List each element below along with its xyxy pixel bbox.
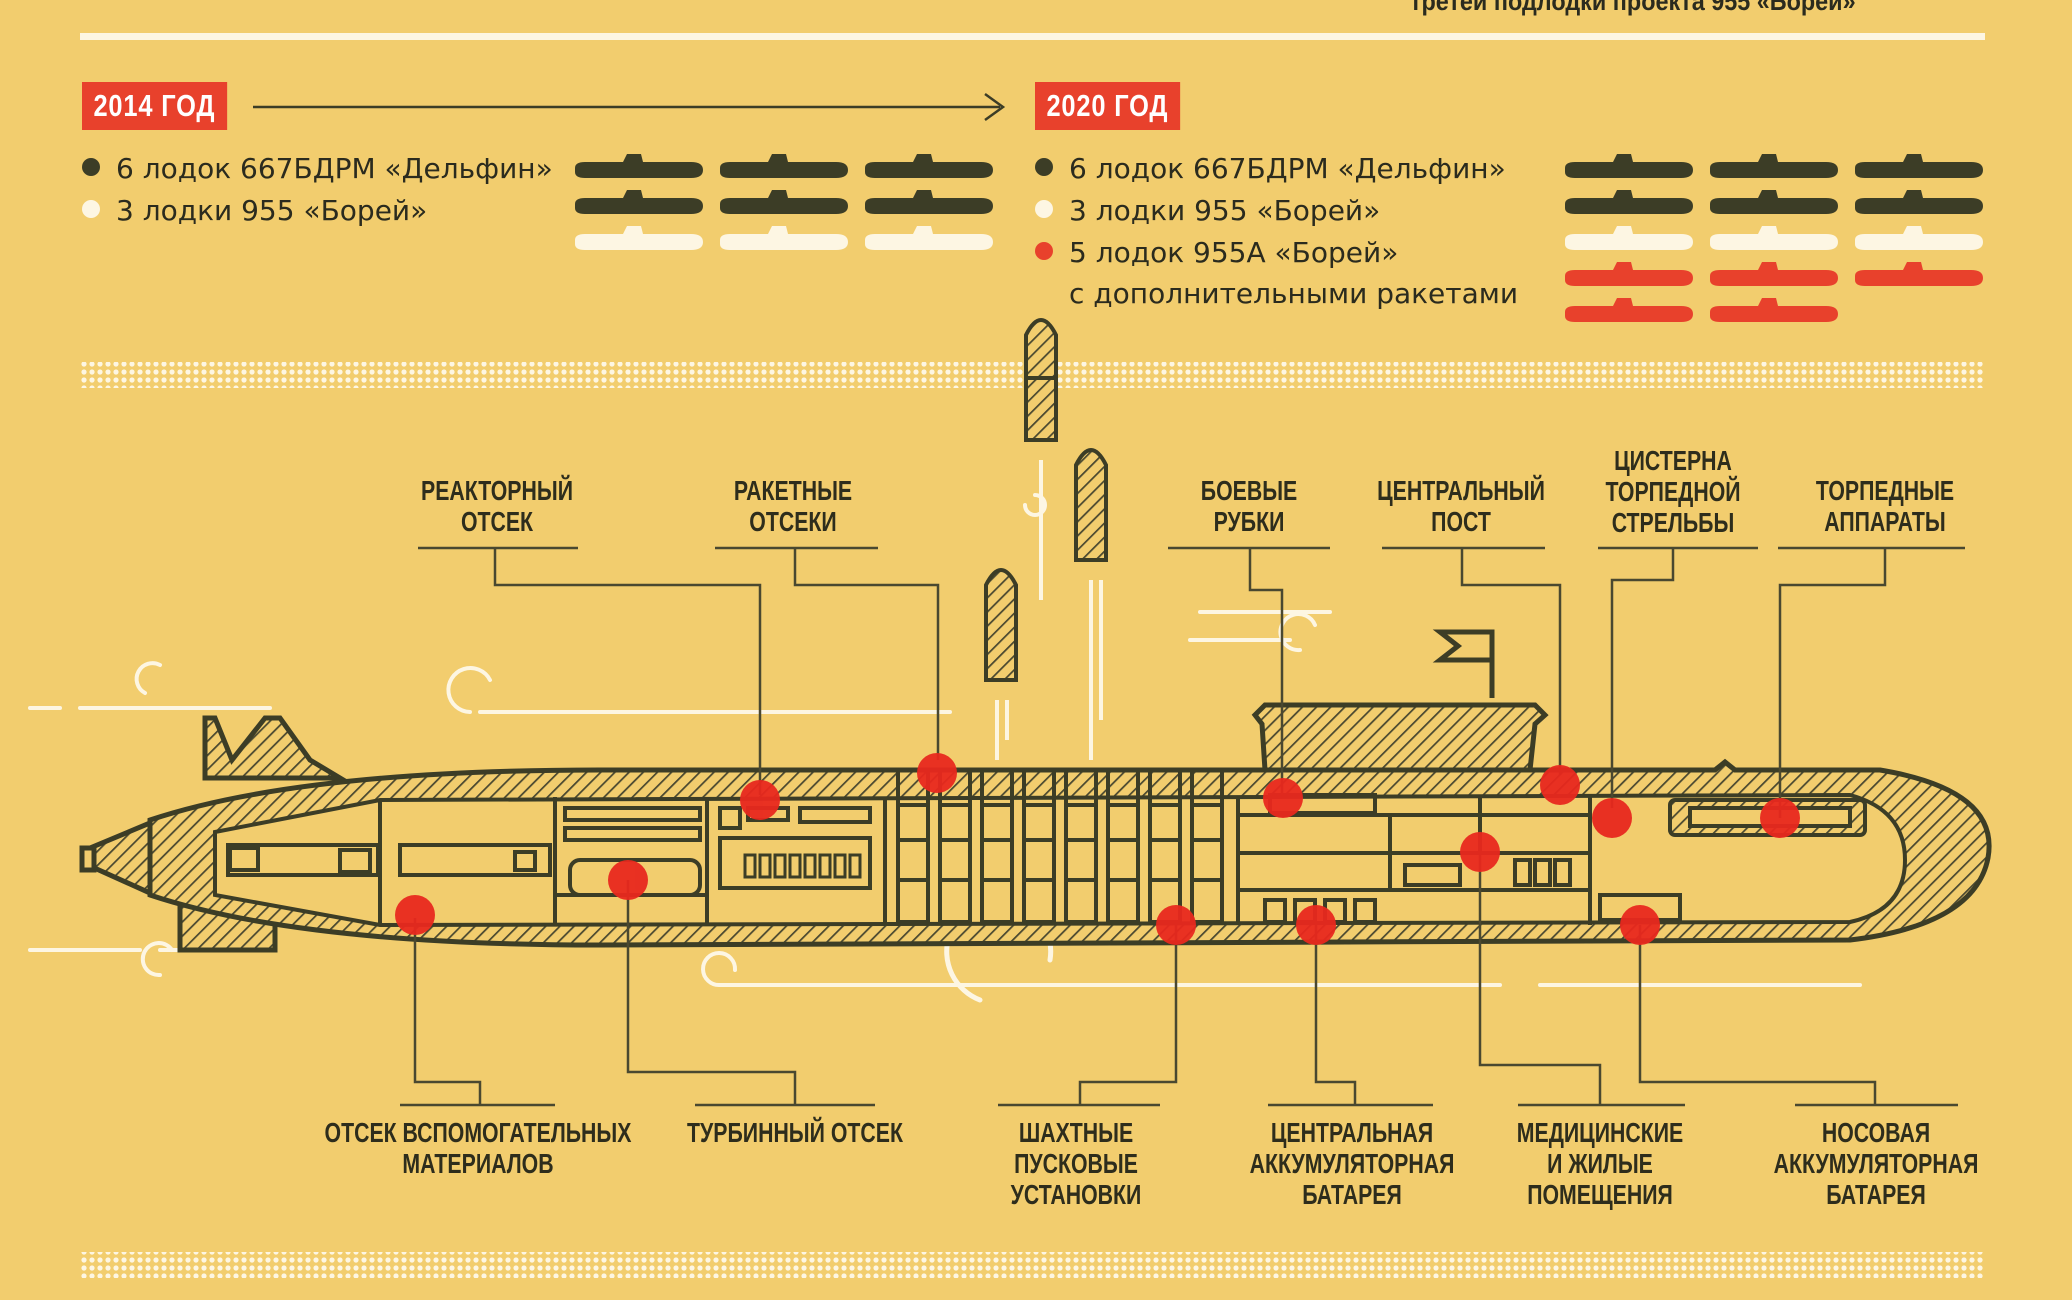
label-line: УСТАНОВКИ <box>1010 1179 1142 1210</box>
label-line: ПОМЕЩЕНИЯ <box>1527 1179 1673 1210</box>
internal-compartments <box>226 768 1867 925</box>
dark-submarine-icon <box>1710 190 1838 214</box>
dark-submarine-icon <box>720 154 848 178</box>
dark-submarine-icon <box>1565 190 1693 214</box>
label-line: НОСОВАЯ <box>1821 1117 1931 1148</box>
label-line: ПУСКОВЫЕ <box>1014 1148 1138 1179</box>
red-submarine-icon <box>1565 262 1693 286</box>
dark-submarine-icon <box>1855 154 1983 178</box>
connector-lines <box>400 546 1965 1107</box>
dark-submarine-icon <box>865 154 993 178</box>
red-submarine-icon <box>1710 262 1838 286</box>
label-line: РЕАКТОРНЫЙ <box>421 475 573 506</box>
label-line: АККУМУЛЯТОРНАЯ <box>1773 1148 1979 1179</box>
legend-2020-note: с дополнительными ракетами <box>1069 277 1519 310</box>
label-line: ПОСТ <box>1431 506 1491 537</box>
launch-silo <box>1064 768 1098 924</box>
red-submarine-icon <box>1565 298 1693 322</box>
dark-submarine-icon <box>1710 154 1838 178</box>
label-line: ОТСЕКИ <box>749 506 837 537</box>
red-submarine-icon <box>1710 298 1838 322</box>
launch-silo <box>1022 768 1056 924</box>
legend-bullet-icon <box>1035 158 1053 176</box>
label-turbine: ТУРБИННЫЙ ОТСЕК <box>687 1117 903 1148</box>
legend-bullet-icon <box>1035 242 1053 260</box>
year-2014-badge: 2014 ГОД <box>82 82 227 130</box>
label-line: АККУМУЛЯТОРНАЯ <box>1249 1148 1455 1179</box>
white-submarine-icon <box>1855 226 1983 250</box>
white-submarine-icon <box>865 226 993 250</box>
bottom-divider <box>80 1252 1985 1278</box>
legend-bullet-icon <box>82 158 100 176</box>
boats-left-grid <box>575 154 993 250</box>
legend-text: 6 лодок 667БДРМ «Дельфин» <box>1069 152 1506 185</box>
year-2020-badge: 2020 ГОД <box>1035 82 1180 130</box>
dark-submarine-icon <box>1565 154 1693 178</box>
left-legend-item: 3 лодки 955 «Борей» <box>82 194 427 227</box>
left-legend-item: 6 лодок 667БДРМ «Дельфин» <box>82 152 553 185</box>
missiles <box>984 318 1108 760</box>
label-line: СТРЕЛЬБЫ <box>1611 507 1735 538</box>
right-legend-item: 3 лодки 955 «Борей» <box>1035 194 1380 227</box>
label-line: ЦЕНТРАЛЬНЫЙ <box>1377 475 1545 506</box>
label-line: БАТАРЕЯ <box>1302 1179 1402 1210</box>
flag <box>1432 629 1495 698</box>
dark-submarine-icon <box>575 190 703 214</box>
dark-submarine-icon <box>1855 190 1983 214</box>
white-submarine-icon <box>1565 226 1693 250</box>
legend-text: 5 лодок 955А «Борей» <box>1069 236 1399 269</box>
label-line: МЕДИЦИНСКИЕ <box>1516 1117 1684 1148</box>
label-line: ОТСЕК <box>460 506 534 537</box>
legend-text: 3 лодки 955 «Борей» <box>116 194 428 227</box>
label-line: ОТСЕК ВСПОМОГАТЕЛЬНЫХ <box>324 1117 632 1148</box>
legend-bullet-icon <box>1035 200 1053 218</box>
label-line: БАТАРЕЯ <box>1826 1179 1926 1210</box>
header-caption: третей подлодки проекта 955 «Борей» <box>1410 0 1856 16</box>
launch-silo <box>1106 768 1140 924</box>
dark-submarine-icon <box>720 190 848 214</box>
white-submarine-icon <box>720 226 848 250</box>
label-line: АППАРАТЫ <box>1824 506 1946 537</box>
launch-silo <box>896 768 930 924</box>
top-divider <box>80 33 1985 40</box>
label-line: МАТЕРИАЛОВ <box>402 1148 554 1179</box>
label-line: РУБКИ <box>1213 506 1285 537</box>
label-line: И ЖИЛЫЕ <box>1547 1148 1653 1179</box>
label-line: ТОРПЕДНОЙ <box>1605 476 1741 507</box>
label-line: РАКЕТНЫЕ <box>733 475 853 506</box>
white-submarine-icon <box>1710 226 1838 250</box>
legend-text: 3 лодки 955 «Борей» <box>1069 194 1381 227</box>
dark-submarine-icon <box>865 190 993 214</box>
label-line: ШАХТНЫЕ <box>1018 1117 1134 1148</box>
label-line: БОЕВЫЕ <box>1200 475 1298 506</box>
label-line: ЦЕНТРАЛЬНАЯ <box>1270 1117 1434 1148</box>
boats-right-grid <box>1565 154 1983 322</box>
launch-silo <box>1190 768 1224 924</box>
legend-bullet-icon <box>82 200 100 218</box>
label-line: ЦИСТЕРНА <box>1614 445 1732 476</box>
launch-silo <box>980 768 1014 924</box>
red-submarine-icon <box>1855 262 1983 286</box>
label-line: ТУРБИННЫЙ ОТСЕК <box>687 1117 903 1148</box>
legend-text: 6 лодок 667БДРМ «Дельфин» <box>116 152 553 185</box>
dark-submarine-icon <box>575 154 703 178</box>
right-legend-item: 6 лодок 667БДРМ «Дельфин» <box>1035 152 1506 185</box>
compartment-markers <box>395 753 1800 945</box>
white-submarine-icon <box>575 226 703 250</box>
label-line: ТОРПЕДНЫЕ <box>1815 475 1955 506</box>
right-legend-item: 5 лодок 955А «Борей» <box>1035 236 1398 269</box>
